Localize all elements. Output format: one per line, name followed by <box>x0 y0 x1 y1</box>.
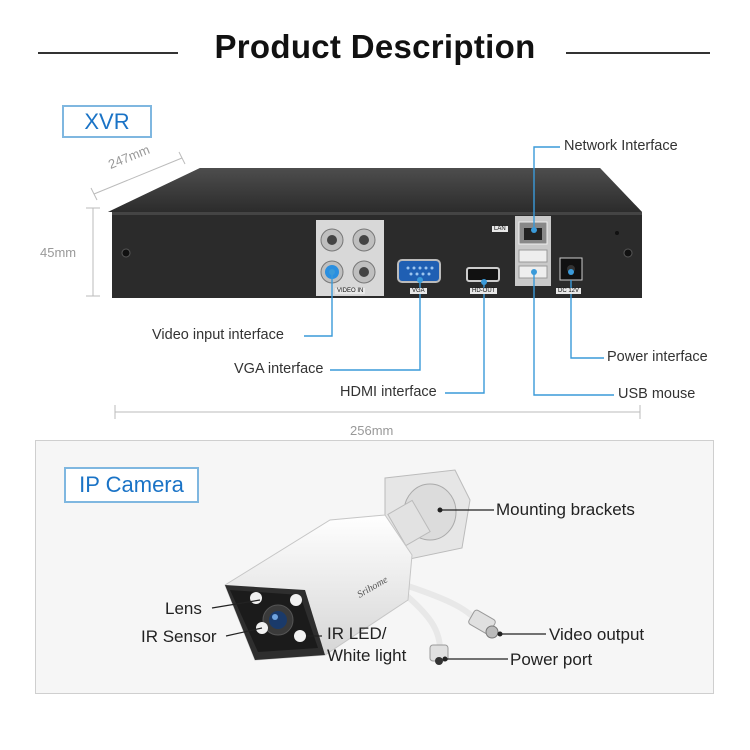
page-title: Product Description <box>214 28 536 65</box>
usb-mouse-label: USB mouse <box>618 386 696 402</box>
title-rule-left <box>38 52 178 54</box>
xvr-illustration <box>86 146 642 419</box>
vga-tag: VGA <box>410 288 427 294</box>
video-input-label: Video input interface <box>152 327 284 343</box>
lens-label: Lens <box>165 599 202 618</box>
ip-camera-section-label: IP Camera <box>64 467 199 503</box>
dc-tag: DC 12V <box>556 288 582 294</box>
vga-interface-label: VGA interface <box>234 361 324 377</box>
power-interface-label: Power interface <box>607 349 708 365</box>
video-output-label: Video output <box>549 625 645 644</box>
xvr-section-label: XVR <box>62 105 152 138</box>
mounting-brackets-label: Mounting brackets <box>496 500 635 519</box>
title-rule-right <box>566 52 710 54</box>
power-port-label: Power port <box>510 650 593 669</box>
white-light-label: White light <box>327 646 407 665</box>
lan-tag: LAN <box>492 226 508 232</box>
network-interface-label: Network Interface <box>564 138 678 154</box>
hdmi-interface-label: HDMI interface <box>340 384 437 400</box>
ir-sensor-label: IR Sensor <box>141 627 217 646</box>
height-dimension-label: 45mm <box>40 245 77 260</box>
hdmi-tag: HD-OUT <box>470 288 498 294</box>
video-in-tag: VIDEO IN <box>335 288 366 294</box>
ir-led-label: IR LED/ <box>327 624 387 643</box>
width-dimension-label: 256mm <box>350 423 394 438</box>
